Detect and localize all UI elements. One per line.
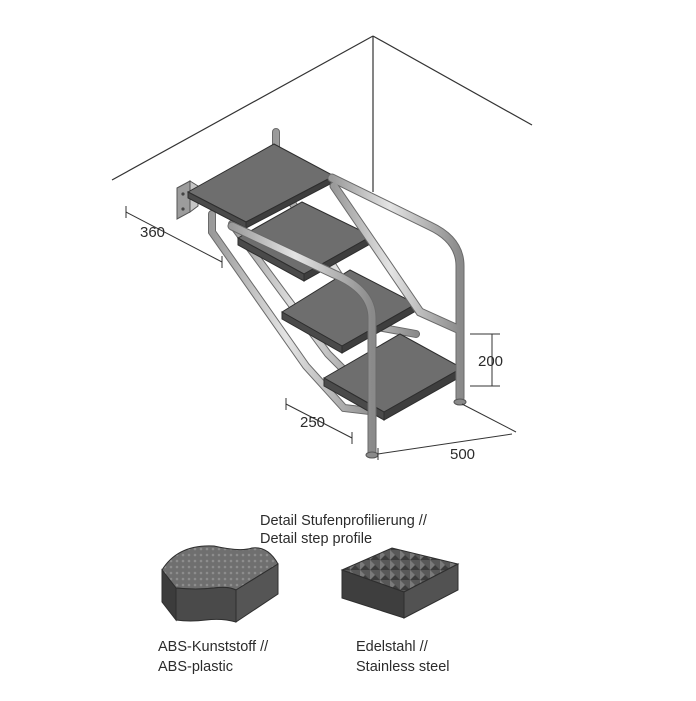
dimension-tread-depth: 250 bbox=[300, 414, 326, 431]
dimension-tread-width: 360 bbox=[140, 224, 166, 241]
tread-1 bbox=[186, 143, 336, 229]
material-steel-line1: Edelstahl // bbox=[356, 639, 428, 655]
abs-plastic-profile bbox=[161, 545, 279, 623]
detail-heading-line1: Detail Stufenprofilierung // bbox=[260, 513, 427, 529]
dimension-lines bbox=[125, 206, 517, 460]
dimension-overall-depth: 500 bbox=[450, 446, 476, 463]
stainless-steel-profile bbox=[340, 547, 460, 619]
tread-3 bbox=[281, 269, 418, 354]
material-abs-line1: ABS-Kunststoff // bbox=[158, 639, 269, 655]
material-abs-line2: ABS-plastic bbox=[158, 659, 233, 675]
detail-heading-line2: Detail step profile bbox=[260, 531, 373, 547]
room-corner-lines bbox=[111, 35, 533, 192]
stair-treads bbox=[186, 143, 464, 421]
handrails-front bbox=[227, 173, 467, 459]
material-steel-line2: Stainless steel bbox=[356, 659, 450, 675]
dimension-riser-height: 200 bbox=[478, 353, 504, 370]
